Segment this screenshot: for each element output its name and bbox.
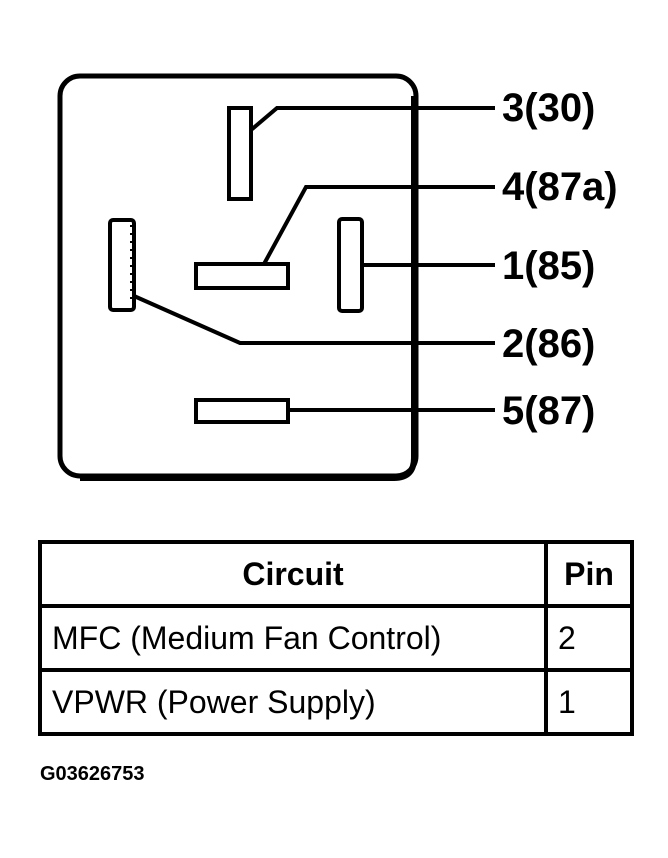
pin-label-5: 5(87) <box>502 389 595 433</box>
pin-label-4: 4(87a) <box>502 165 618 209</box>
terminal-pin-2-ridges <box>130 225 134 299</box>
table-row: VPWR (Power Supply) 1 <box>38 668 634 736</box>
pin-cell: 2 <box>544 604 634 672</box>
column-header-circuit: Circuit <box>38 540 548 608</box>
terminal-pin-4 <box>194 262 290 290</box>
terminal-pin-5 <box>194 398 290 424</box>
terminal-pin-3 <box>227 106 253 201</box>
pin-label-1: 1(85) <box>502 244 595 288</box>
column-header-pin: Pin <box>544 540 634 608</box>
leader-line-pin-2 <box>133 294 495 345</box>
connector-housing-edge <box>80 96 417 481</box>
terminal-pin-1 <box>337 217 364 313</box>
leader-line-pin-3 <box>249 106 495 132</box>
circuit-cell: VPWR (Power Supply) <box>38 668 548 736</box>
pin-cell: 1 <box>544 668 634 736</box>
pin-label-3: 3(30) <box>502 86 595 130</box>
circuit-cell: MFC (Medium Fan Control) <box>38 604 548 672</box>
pin-label-2: 2(86) <box>502 322 595 366</box>
relay-connector-diagram: 3(30) 4(87a) 1(85) 2(86) 5(87) <box>57 73 618 481</box>
table-header-row: Circuit Pin <box>38 540 634 608</box>
leader-line-pin-4 <box>262 185 495 265</box>
figure-id: G03626753 <box>40 763 145 785</box>
circuit-pin-table: Circuit Pin MFC (Medium Fan Control) 2 V… <box>38 540 634 736</box>
table-row: MFC (Medium Fan Control) 2 <box>38 604 634 672</box>
